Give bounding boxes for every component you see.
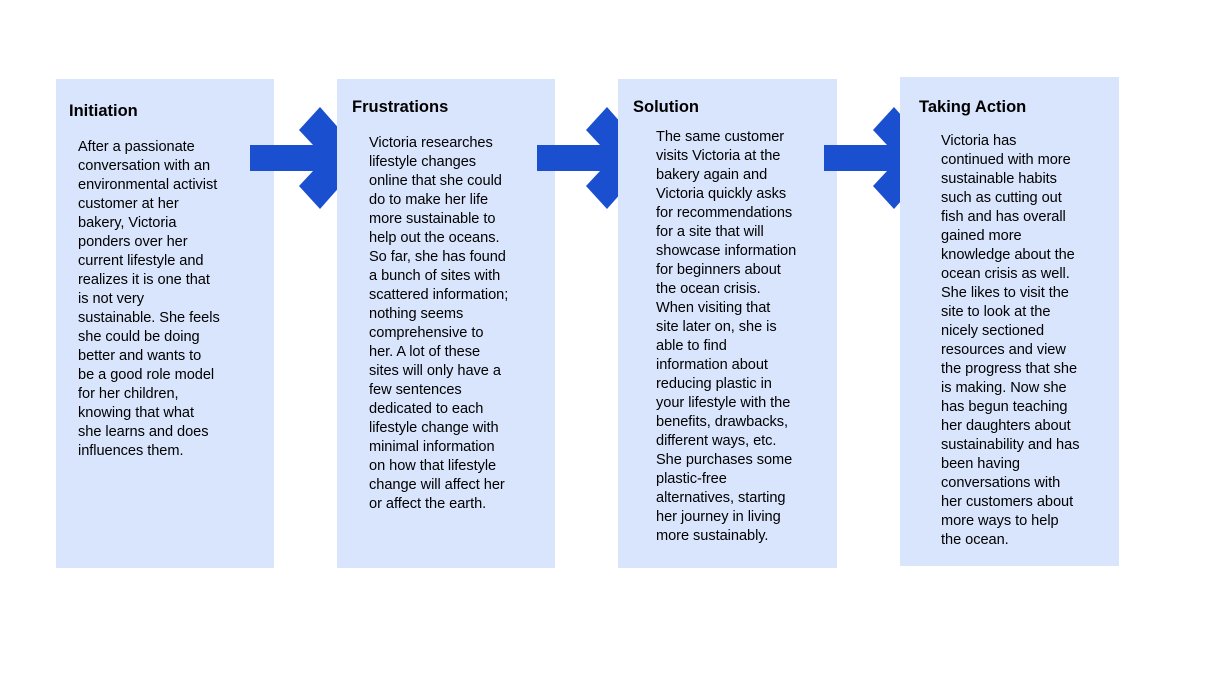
stage-box-initiation: Initiation After a passionate conversati… [56, 79, 274, 568]
right-arrow-icon [250, 107, 365, 209]
stage-description: The same customer visits Victoria at the… [656, 129, 797, 544]
stage-title: Solution [633, 98, 699, 116]
stage-box-taking-action: Taking Action Victoria has continued wit… [900, 77, 1119, 566]
stage-description: Victoria has continued with more sustain… [941, 133, 1080, 548]
stage-description: After a passionate conversation with an … [78, 139, 220, 459]
stage-box-solution: Solution The same customer visits Victor… [618, 79, 837, 568]
arrow-shape [250, 107, 365, 209]
stage-title: Frustrations [352, 98, 449, 116]
stage-title: Taking Action [919, 98, 1027, 116]
stage-box-frustrations: Frustrations Victoria researches lifesty… [337, 79, 555, 568]
stage-title: Initiation [69, 102, 138, 120]
stage-description: Victoria researches lifestyle changes on… [369, 135, 509, 512]
